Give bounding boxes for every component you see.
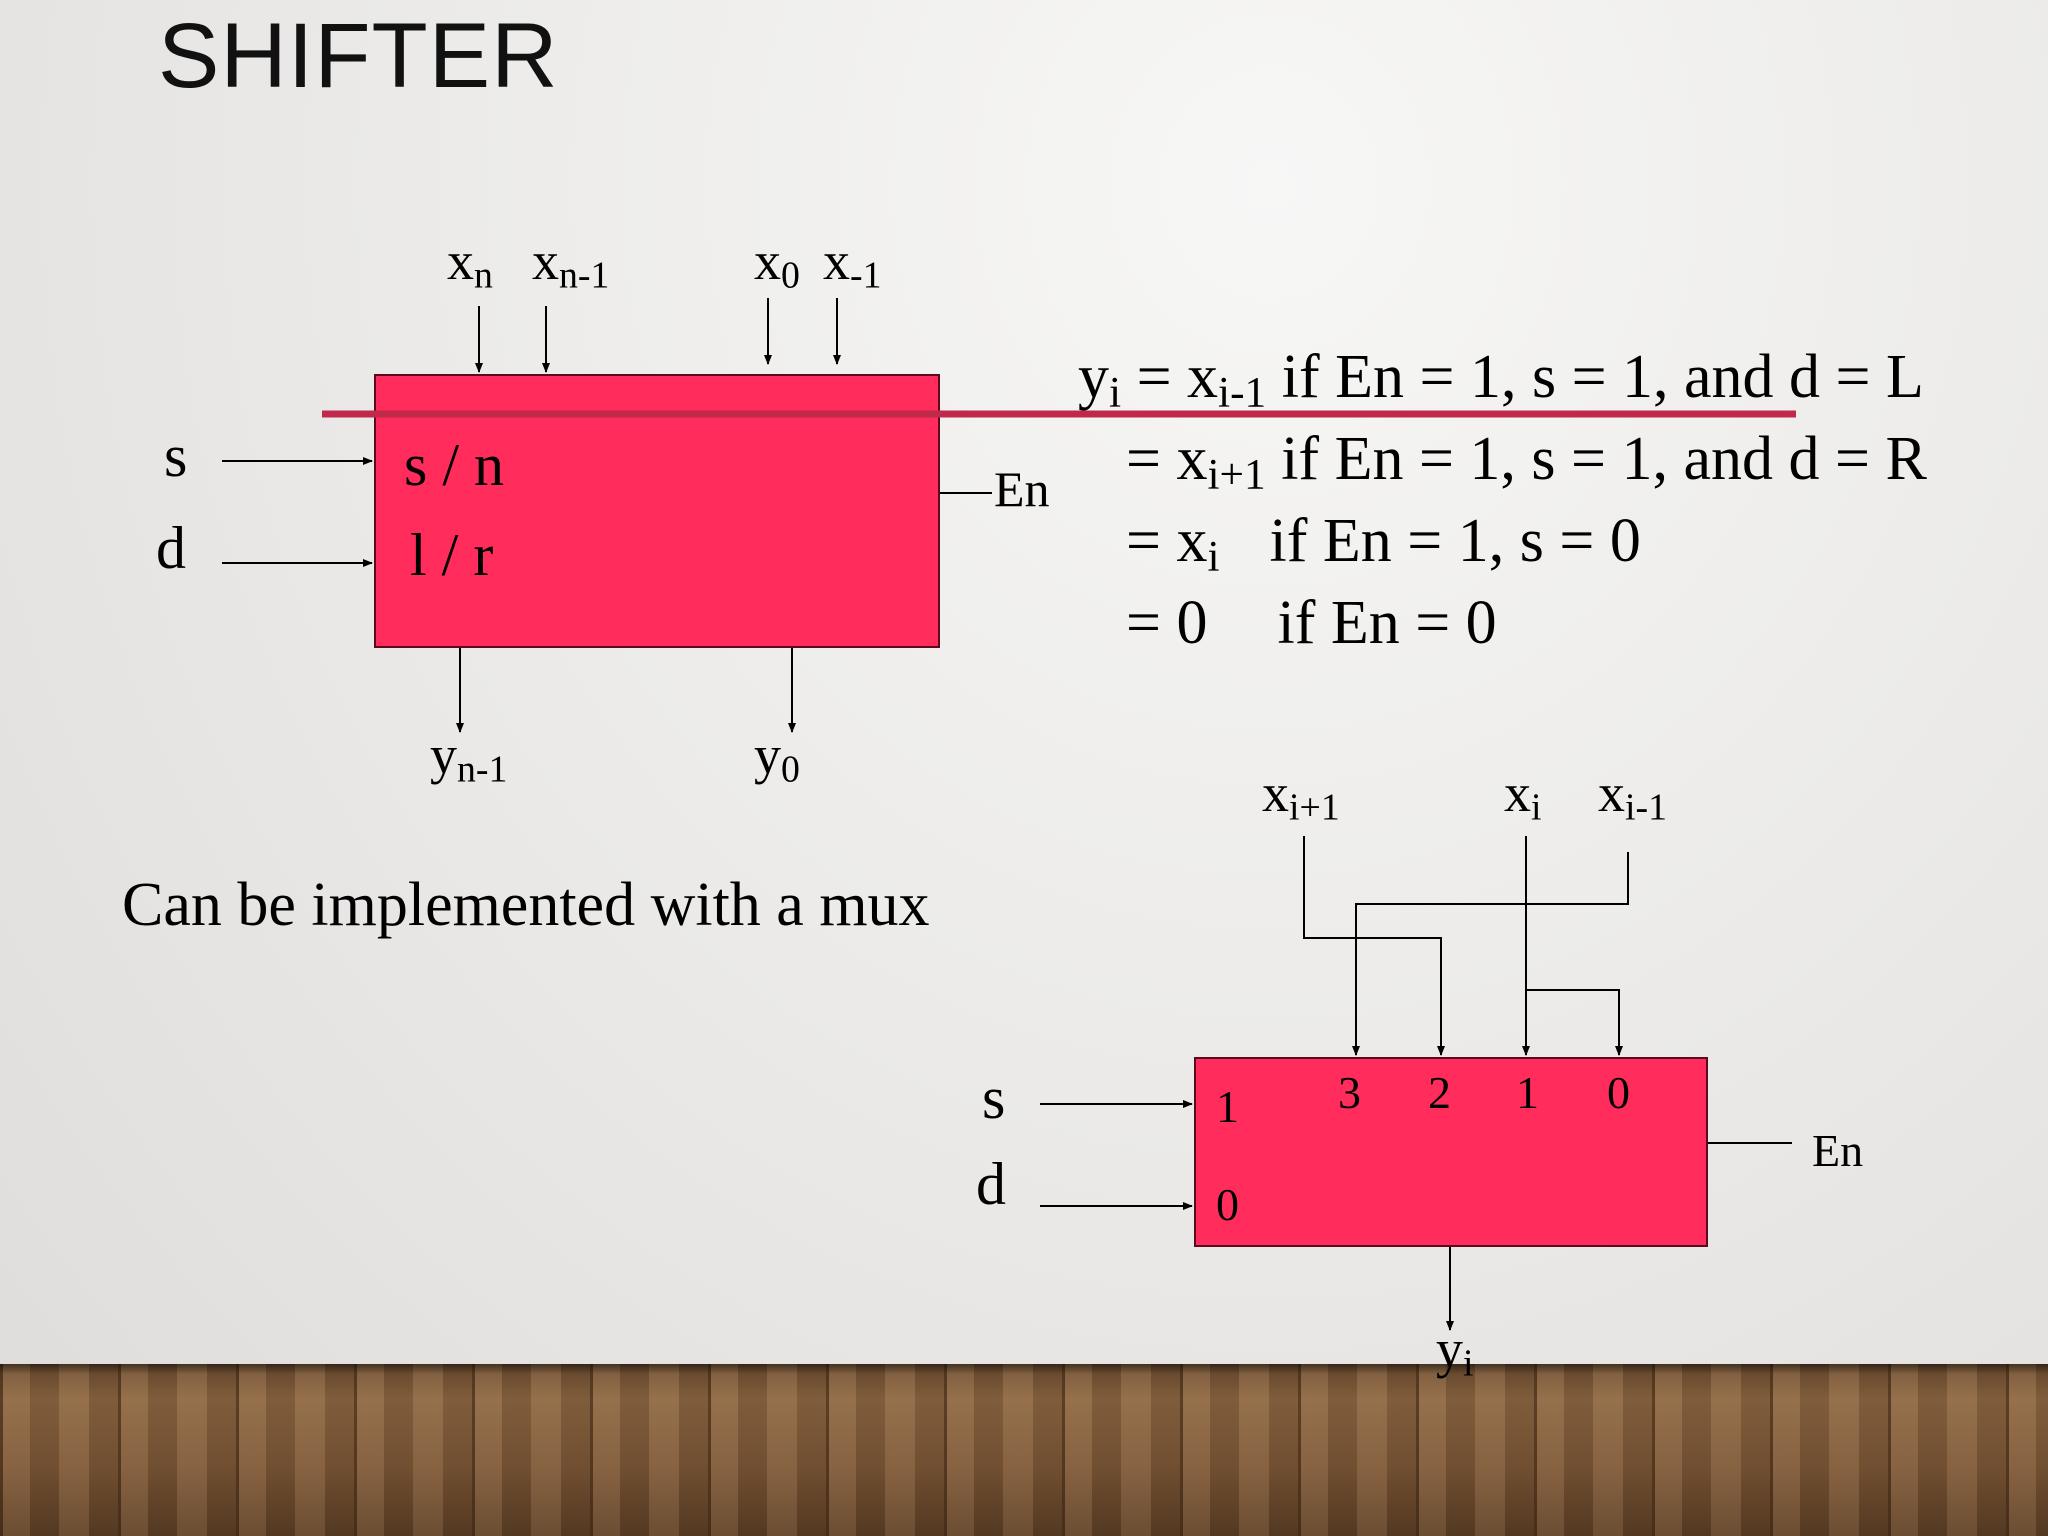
label-x-1: x-1 [823, 231, 882, 297]
mux-label-xi+1: xi+1 [1262, 763, 1340, 829]
label-xn: xn [447, 231, 493, 297]
mux-label-xi-1: xi-1 [1598, 763, 1667, 829]
wire-xi-1 [1352, 852, 1629, 1056]
label-yn-1: yn-1 [430, 725, 508, 791]
mux-label-s: s [982, 1065, 1006, 1131]
mux-select-label-1: 1 [1216, 1081, 1239, 1132]
mux-label-d: d [976, 1151, 1006, 1217]
inner-label-sn: s / n [404, 432, 505, 498]
inner-label-lr: l / r [410, 522, 494, 588]
wood-floor [0, 1364, 2048, 1536]
equation-line-1: yi = xi-1 if En = 1, s = 1, and d = L [1078, 343, 1924, 417]
mux-en-label: En [1812, 1125, 1864, 1176]
label-s: s [164, 423, 188, 489]
mux-data-label-2: 2 [1428, 1067, 1451, 1118]
mux-caption: Can be implemented with a mux [122, 871, 930, 939]
mux-data-label-1: 1 [1516, 1067, 1539, 1118]
shifter-block [374, 374, 940, 648]
mux-select-label-0: 0 [1216, 1179, 1239, 1230]
label-x0: x0 [754, 231, 800, 297]
mux-block [1194, 1057, 1708, 1247]
slide-title: SHIFTER [158, 5, 559, 107]
mux-output-label: yi [1436, 1319, 1474, 1385]
shifter-en-label: En [994, 461, 1050, 517]
label-d: d [156, 515, 186, 581]
mux-label-xi: xi [1504, 763, 1542, 829]
mux-data-label-0: 0 [1607, 1067, 1630, 1118]
label-y0: y0 [754, 725, 800, 791]
wire-xi+1 [1303, 836, 1445, 1056]
label-xn-1: xn-1 [532, 231, 610, 297]
equation-line-2: = xi+1 if En = 1, s = 1, and d = R [1126, 425, 1927, 499]
wire-xi-branch [1526, 989, 1623, 1056]
mux-data-label-3: 3 [1338, 1067, 1361, 1118]
